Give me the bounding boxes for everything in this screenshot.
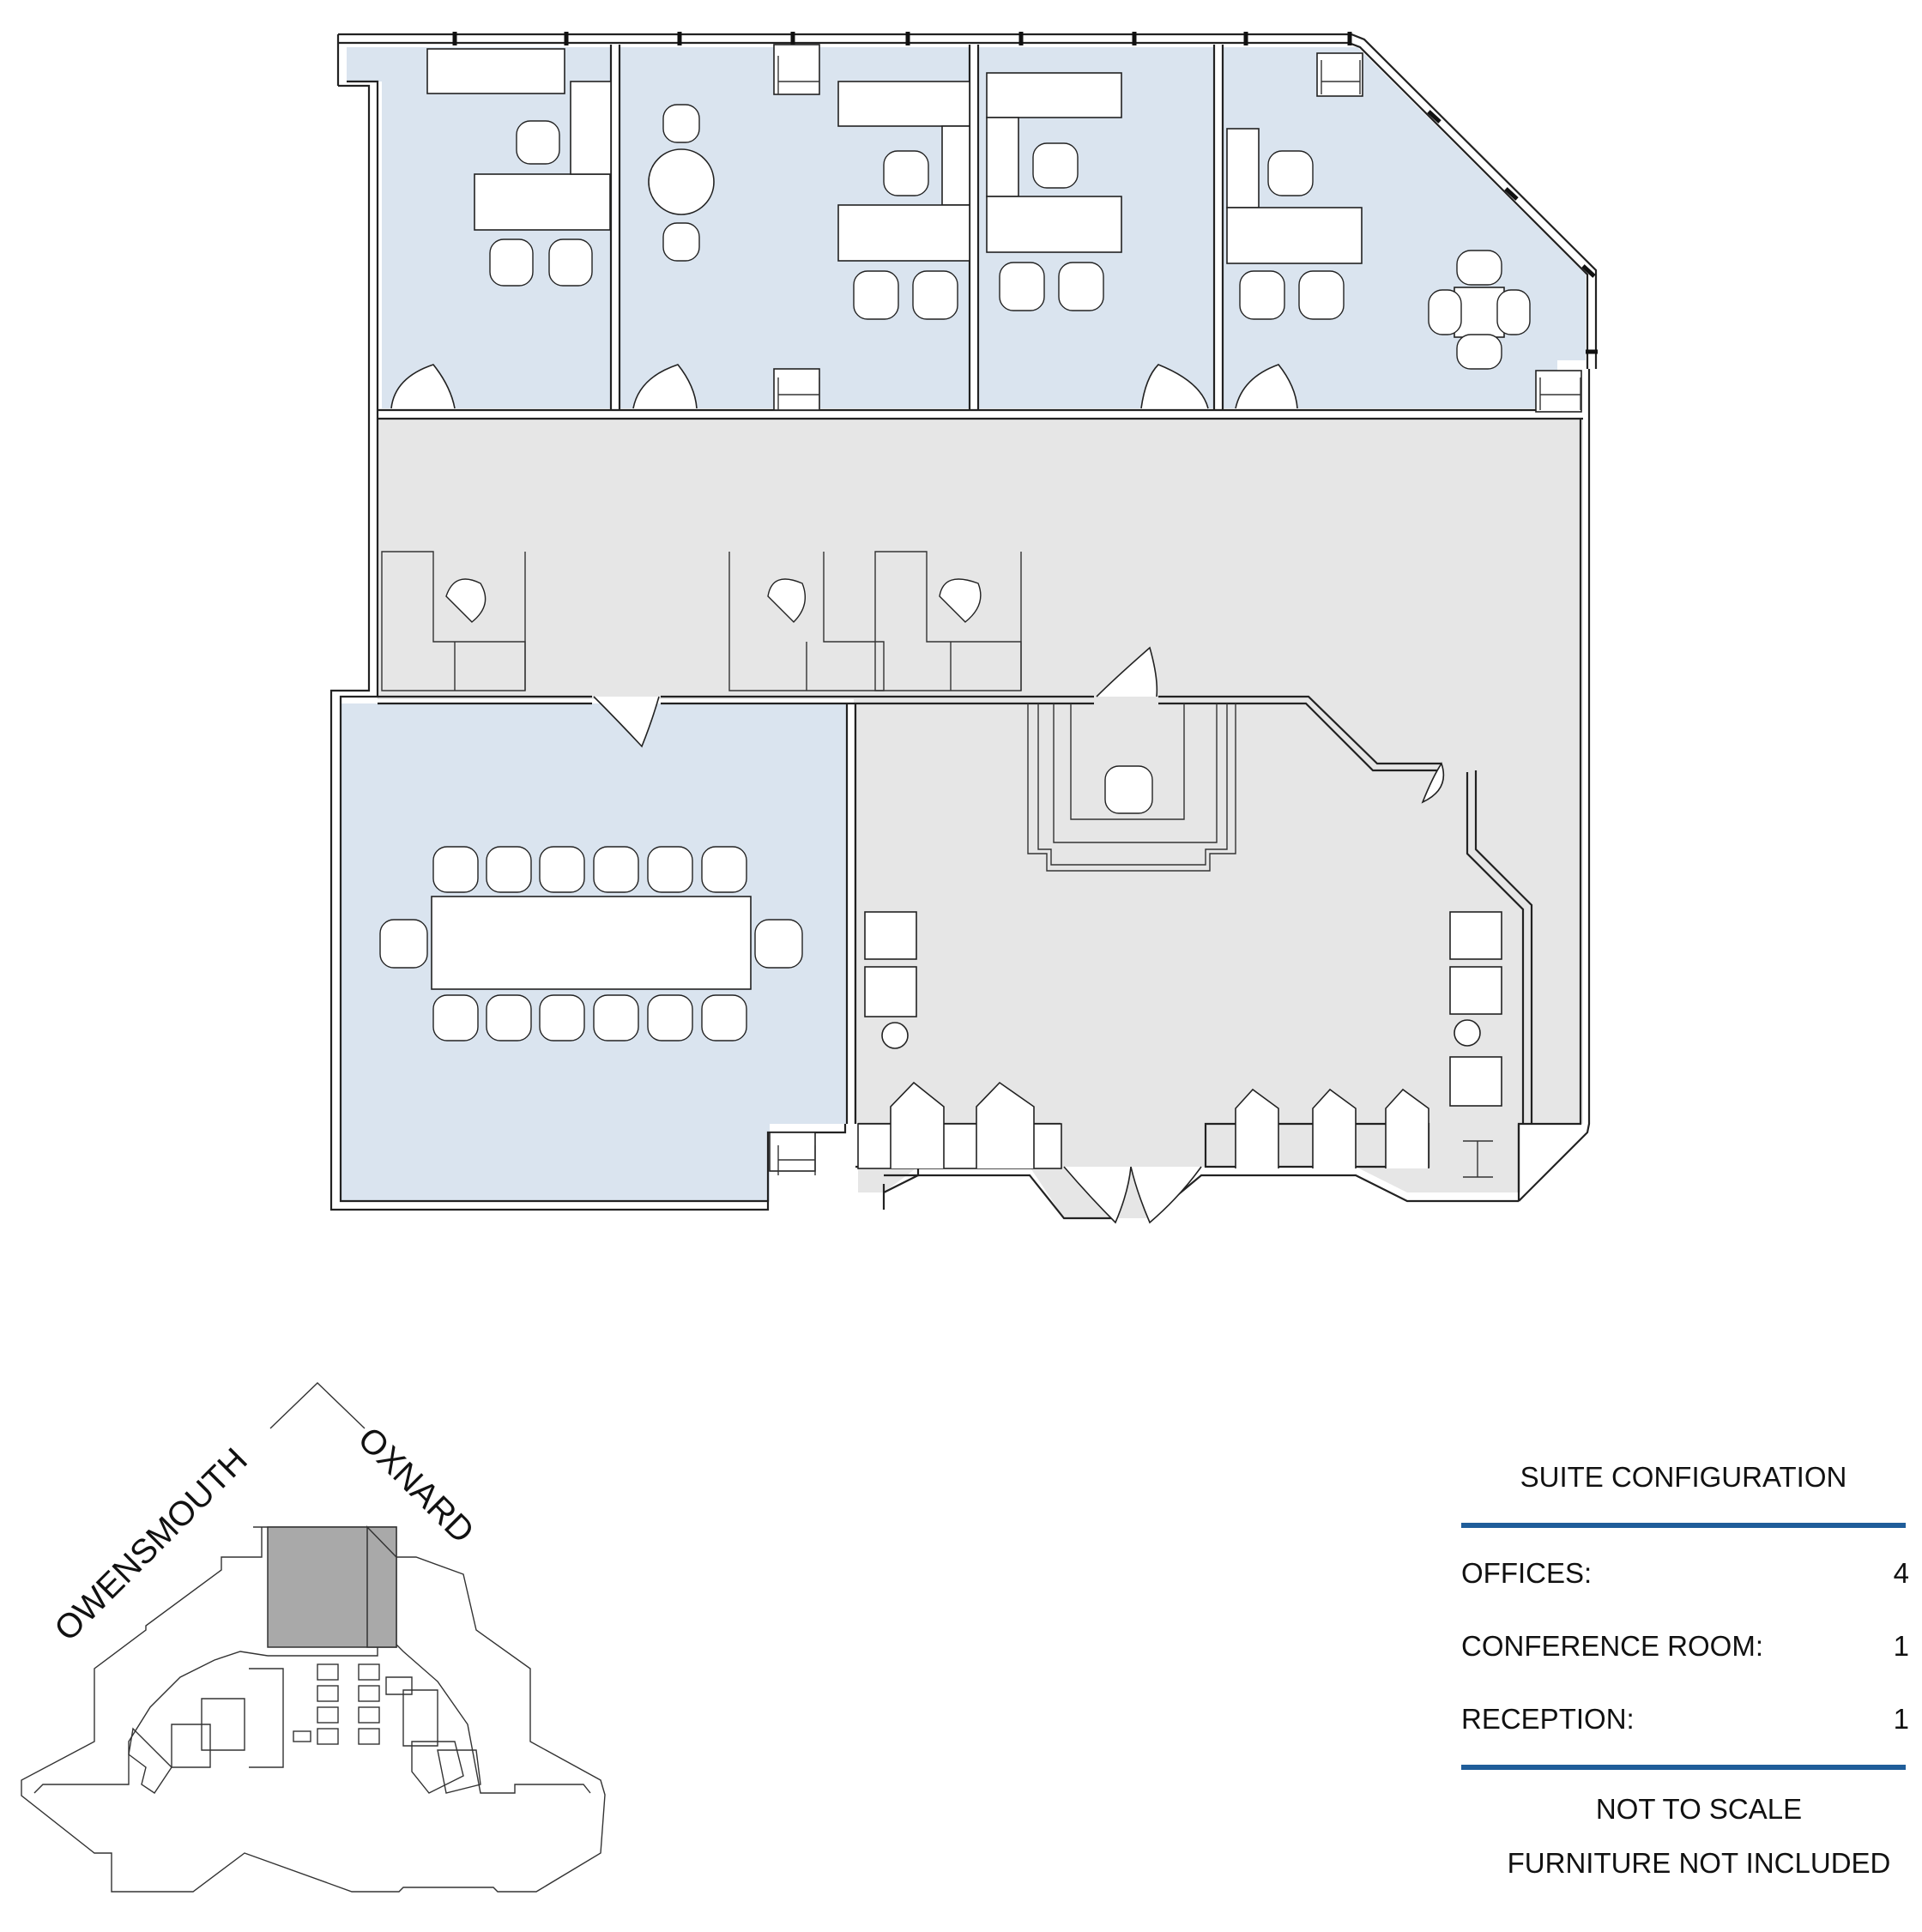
legend-rule-top bbox=[1461, 1523, 1906, 1528]
street-label-owensmouth: OWENSMOUTH bbox=[47, 1441, 255, 1649]
common-fills bbox=[378, 419, 1583, 1218]
door-office-1 bbox=[390, 364, 456, 409]
legend-row-reception-label: RECEPTION: bbox=[1461, 1703, 1635, 1735]
interior-walls bbox=[378, 45, 1583, 1220]
door-office-4 bbox=[1235, 364, 1298, 409]
exterior-walls bbox=[329, 32, 1598, 1211]
door-reception bbox=[1096, 646, 1158, 697]
door-office-2 bbox=[632, 364, 698, 409]
corridor-fill bbox=[378, 419, 1583, 1218]
workstations bbox=[381, 551, 1022, 691]
office-3-furniture bbox=[986, 72, 1122, 311]
legend-row-offices-value: 4 bbox=[1894, 1557, 1909, 1589]
note-furniture: FURNITURE NOT INCLUDED bbox=[1508, 1847, 1891, 1879]
legend-row-reception-value: 1 bbox=[1894, 1703, 1909, 1735]
office-4-furniture bbox=[1226, 52, 1582, 413]
key-plan bbox=[21, 1382, 606, 1893]
legend-rule-bottom bbox=[1461, 1765, 1906, 1770]
building-inner bbox=[33, 1642, 591, 1794]
door-main-entry bbox=[1063, 1166, 1202, 1224]
door-conference bbox=[593, 696, 660, 748]
door-office-3 bbox=[1140, 364, 1209, 409]
conference-chairs-bottom bbox=[432, 994, 747, 1041]
office-1-furniture bbox=[426, 48, 612, 287]
legend-row-offices-label: OFFICES: bbox=[1461, 1557, 1592, 1589]
office-2-furniture bbox=[648, 44, 970, 411]
door-storage-right bbox=[1421, 762, 1445, 804]
north-arrow bbox=[269, 1382, 366, 1429]
legend-row-conference-label: CONFERENCE ROOM: bbox=[1461, 1630, 1763, 1662]
conference-furniture bbox=[379, 846, 816, 1172]
legend-row-conference-value: 1 bbox=[1894, 1630, 1909, 1662]
reception-furniture bbox=[777, 56, 1581, 1178]
building-outline bbox=[21, 1526, 606, 1893]
suite-configuration-legend: SUITE CONFIGURATION OFFICES: 4 CONFERENC… bbox=[1461, 1461, 1909, 1879]
note-not-to-scale: NOT TO SCALE bbox=[1596, 1793, 1802, 1825]
doors bbox=[390, 364, 1445, 1224]
conference-chairs-top bbox=[432, 846, 747, 893]
legend-title: SUITE CONFIGURATION bbox=[1520, 1461, 1847, 1493]
